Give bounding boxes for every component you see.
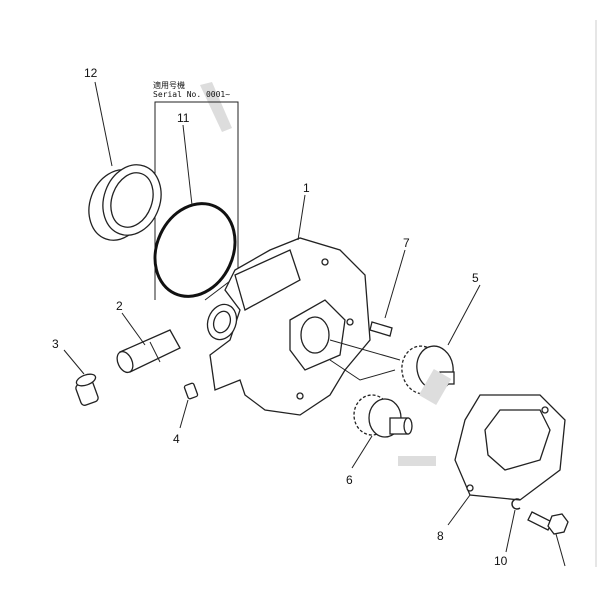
label-3: 3 [52,337,59,351]
watermark-smudge [200,82,232,132]
assembly-line [329,339,401,361]
label-4: 4 [173,432,180,446]
part-2-sleeve [116,329,181,374]
leader-11 [182,124,193,206]
leader-6 [351,435,373,469]
leader-5 [447,284,481,346]
leader-4 [179,399,189,429]
part-12-seal [88,164,162,241]
label-2: 2 [116,299,123,313]
part-11-o-ring [153,202,237,298]
leader-8 [447,494,471,526]
bottom-margin [0,567,600,600]
label-5: 5 [472,271,479,285]
leader-1 [297,194,306,241]
part-5-gear [401,345,455,405]
label-1: 1 [303,181,310,195]
header-jp: 適用号機 [153,80,185,90]
leader-10 [505,509,516,553]
leader-12 [94,81,113,167]
leader-2 [121,312,146,346]
part-4-small-plug [183,382,199,400]
label-10: 10 [494,554,508,568]
part-6-gear [353,394,413,438]
serial-box [154,101,239,301]
label-6: 6 [346,473,353,487]
label-7: 7 [403,236,410,250]
label-12: 12 [84,66,98,80]
leader-9 [555,533,566,567]
part-9-bolt [527,511,569,535]
part-1-pump-body [206,237,371,416]
label-8: 8 [437,529,444,543]
assembly-line [329,359,396,381]
part-10-washer [511,498,521,510]
leader-7 [384,249,406,319]
part-3-plug [75,373,99,406]
part-7-pin [369,321,393,337]
part-8-cover [398,394,566,501]
header-serial: Serial No. 0001~ [153,90,230,99]
label-11: 11 [177,111,190,125]
leader-3 [63,349,85,375]
